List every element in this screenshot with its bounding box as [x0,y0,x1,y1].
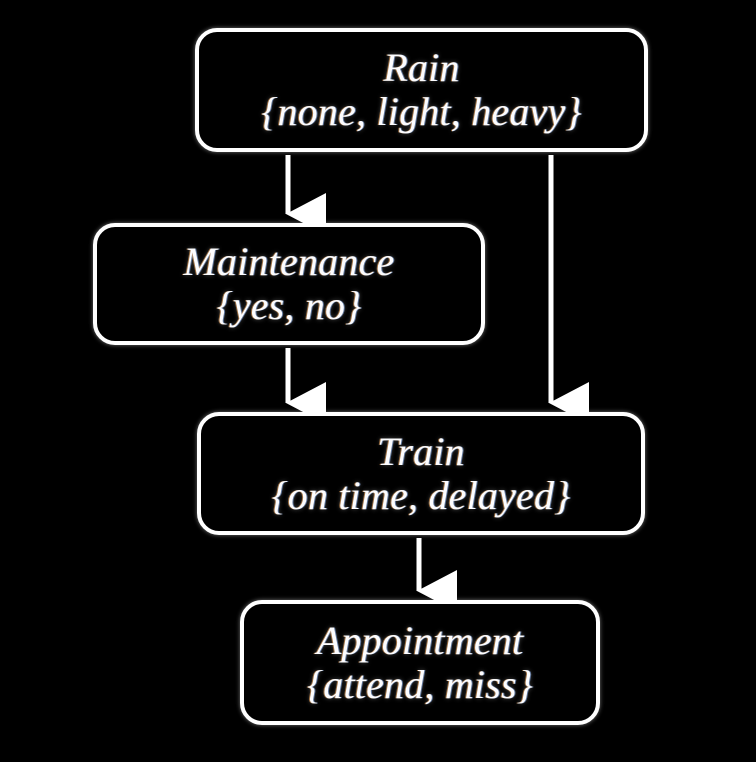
node-maintenance[interactable]: Maintenance {yes, no} [93,223,485,345]
node-train-title: Train [377,428,465,474]
node-train-states: {on time, delayed} [271,472,571,518]
node-rain[interactable]: Rain {none, light, heavy} [195,28,648,152]
node-train[interactable]: Train {on time, delayed} [197,412,645,535]
node-rain-states: {none, light, heavy} [261,89,582,134]
node-appointment[interactable]: Appointment {attend, miss} [240,600,600,725]
node-rain-title: Rain [383,45,460,91]
node-appointment-states: {attend, miss} [307,661,533,707]
node-maintenance-states: {yes, no} [216,283,362,328]
node-maintenance-title: Maintenance [183,239,395,285]
node-appointment-title: Appointment [316,617,524,663]
